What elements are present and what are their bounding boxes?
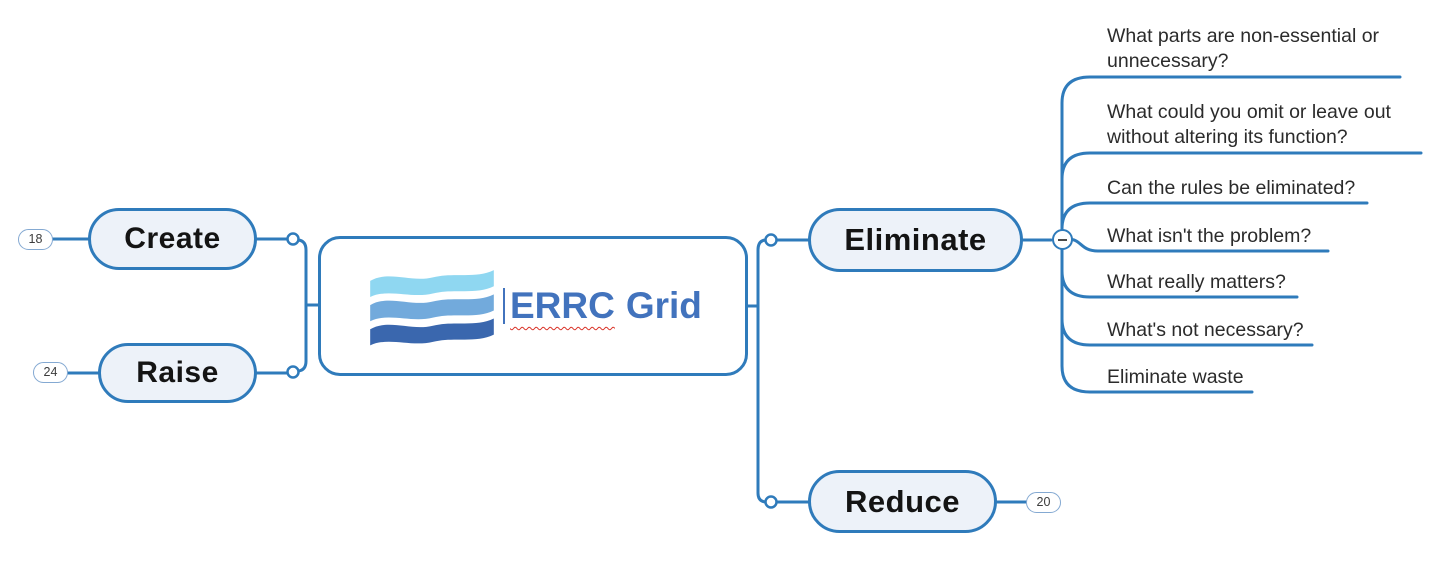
subtopic-1[interactable]: What parts are non-essential or unnecess… [1107,25,1380,72]
topic-create-label: Create [124,222,221,255]
topic-raise-label: Raise [136,356,219,389]
wire-leaf-2 [1060,151,1423,239]
subtopic-5[interactable]: What really matters? [1107,271,1286,293]
minus-icon [1058,238,1067,241]
subtopic-7[interactable]: Eliminate waste [1107,366,1244,388]
waves-logo-icon [370,270,494,346]
topic-eliminate-label: Eliminate [844,222,987,257]
text-caret [503,288,505,324]
central-title-word-grid: Grid [625,285,702,326]
subtopic-2[interactable]: What could you omit or leave out without… [1107,101,1391,148]
subtopic-4[interactable]: What isn't the problem? [1107,225,1312,247]
branch-count-badge-create[interactable]: 18 [18,229,53,250]
subtopic-6[interactable]: What's not necessary? [1107,319,1304,341]
collapse-button[interactable] [1052,229,1073,250]
topic-reduce-label: Reduce [845,483,960,519]
branch-count-badge-reduce[interactable]: 20 [1026,492,1061,513]
subtopic-3[interactable]: Can the rules be eliminated? [1107,177,1356,199]
central-title-word-errc: ERRC [510,285,615,326]
connector-port-reduce[interactable] [764,495,778,509]
topic-eliminate[interactable]: Eliminate [808,208,1023,272]
topic-create[interactable]: Create [88,208,257,270]
connector-port-create[interactable] [286,232,300,246]
branch-count-badge-raise[interactable]: 24 [33,362,68,383]
topic-raise[interactable]: Raise [98,343,257,403]
wire-leaf-1 [1060,75,1402,239]
wire-leaf-3 [1060,201,1369,239]
wire-right-trunk [756,238,767,504]
connector-port-eliminate[interactable] [764,233,778,247]
connector-port-raise[interactable] [286,365,300,379]
wire-leaf-7 [1060,239,1254,394]
topic-reduce[interactable]: Reduce [808,470,997,533]
